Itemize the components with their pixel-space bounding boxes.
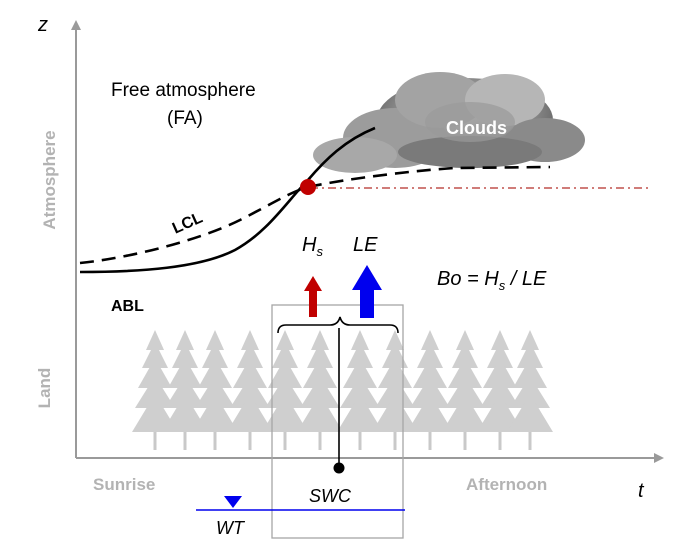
- bowen-lhs: Bo = H: [437, 268, 499, 290]
- le-arrow-icon: [352, 265, 382, 318]
- abl-curve: [79, 126, 376, 274]
- intersection-point: [300, 179, 316, 195]
- cloud-shape: [313, 72, 585, 173]
- free-atmosphere-label: Free atmosphere: [111, 80, 256, 101]
- hs-label-sub: s: [316, 244, 323, 259]
- tree-icon: [507, 330, 553, 450]
- clouds-label: Clouds: [446, 118, 507, 138]
- hs-label-main: H: [302, 234, 317, 256]
- bowen-rhs: / LE: [505, 268, 547, 290]
- atmosphere-label: Atmosphere: [40, 130, 59, 230]
- free-atmosphere-abbrev: (FA): [167, 108, 203, 129]
- hs-arrow-icon: [304, 276, 322, 317]
- swc-probe-bulb: [333, 462, 345, 474]
- swc-label: SWC: [309, 486, 351, 506]
- hs-label: Hs: [302, 234, 323, 259]
- sunrise-label: Sunrise: [93, 475, 156, 494]
- forest: [132, 330, 553, 450]
- le-label: LE: [353, 234, 378, 256]
- t-axis-label: t: [638, 480, 644, 502]
- bowen-sub: s: [498, 278, 506, 293]
- control-volume-box: [271, 304, 404, 539]
- afternoon-label: Afternoon: [466, 475, 548, 494]
- bowen-ratio-equation: Bo = Hs / LE: [437, 268, 546, 293]
- wt-label: WT: [216, 518, 244, 538]
- lcl-curve: [79, 165, 551, 265]
- water-table-icon: [224, 496, 242, 508]
- land-label: Land: [35, 367, 54, 409]
- tree-icon: [297, 330, 343, 450]
- abl-label: ABL: [111, 298, 144, 315]
- z-axis-label: z: [38, 14, 48, 36]
- flux-brace: [277, 316, 399, 334]
